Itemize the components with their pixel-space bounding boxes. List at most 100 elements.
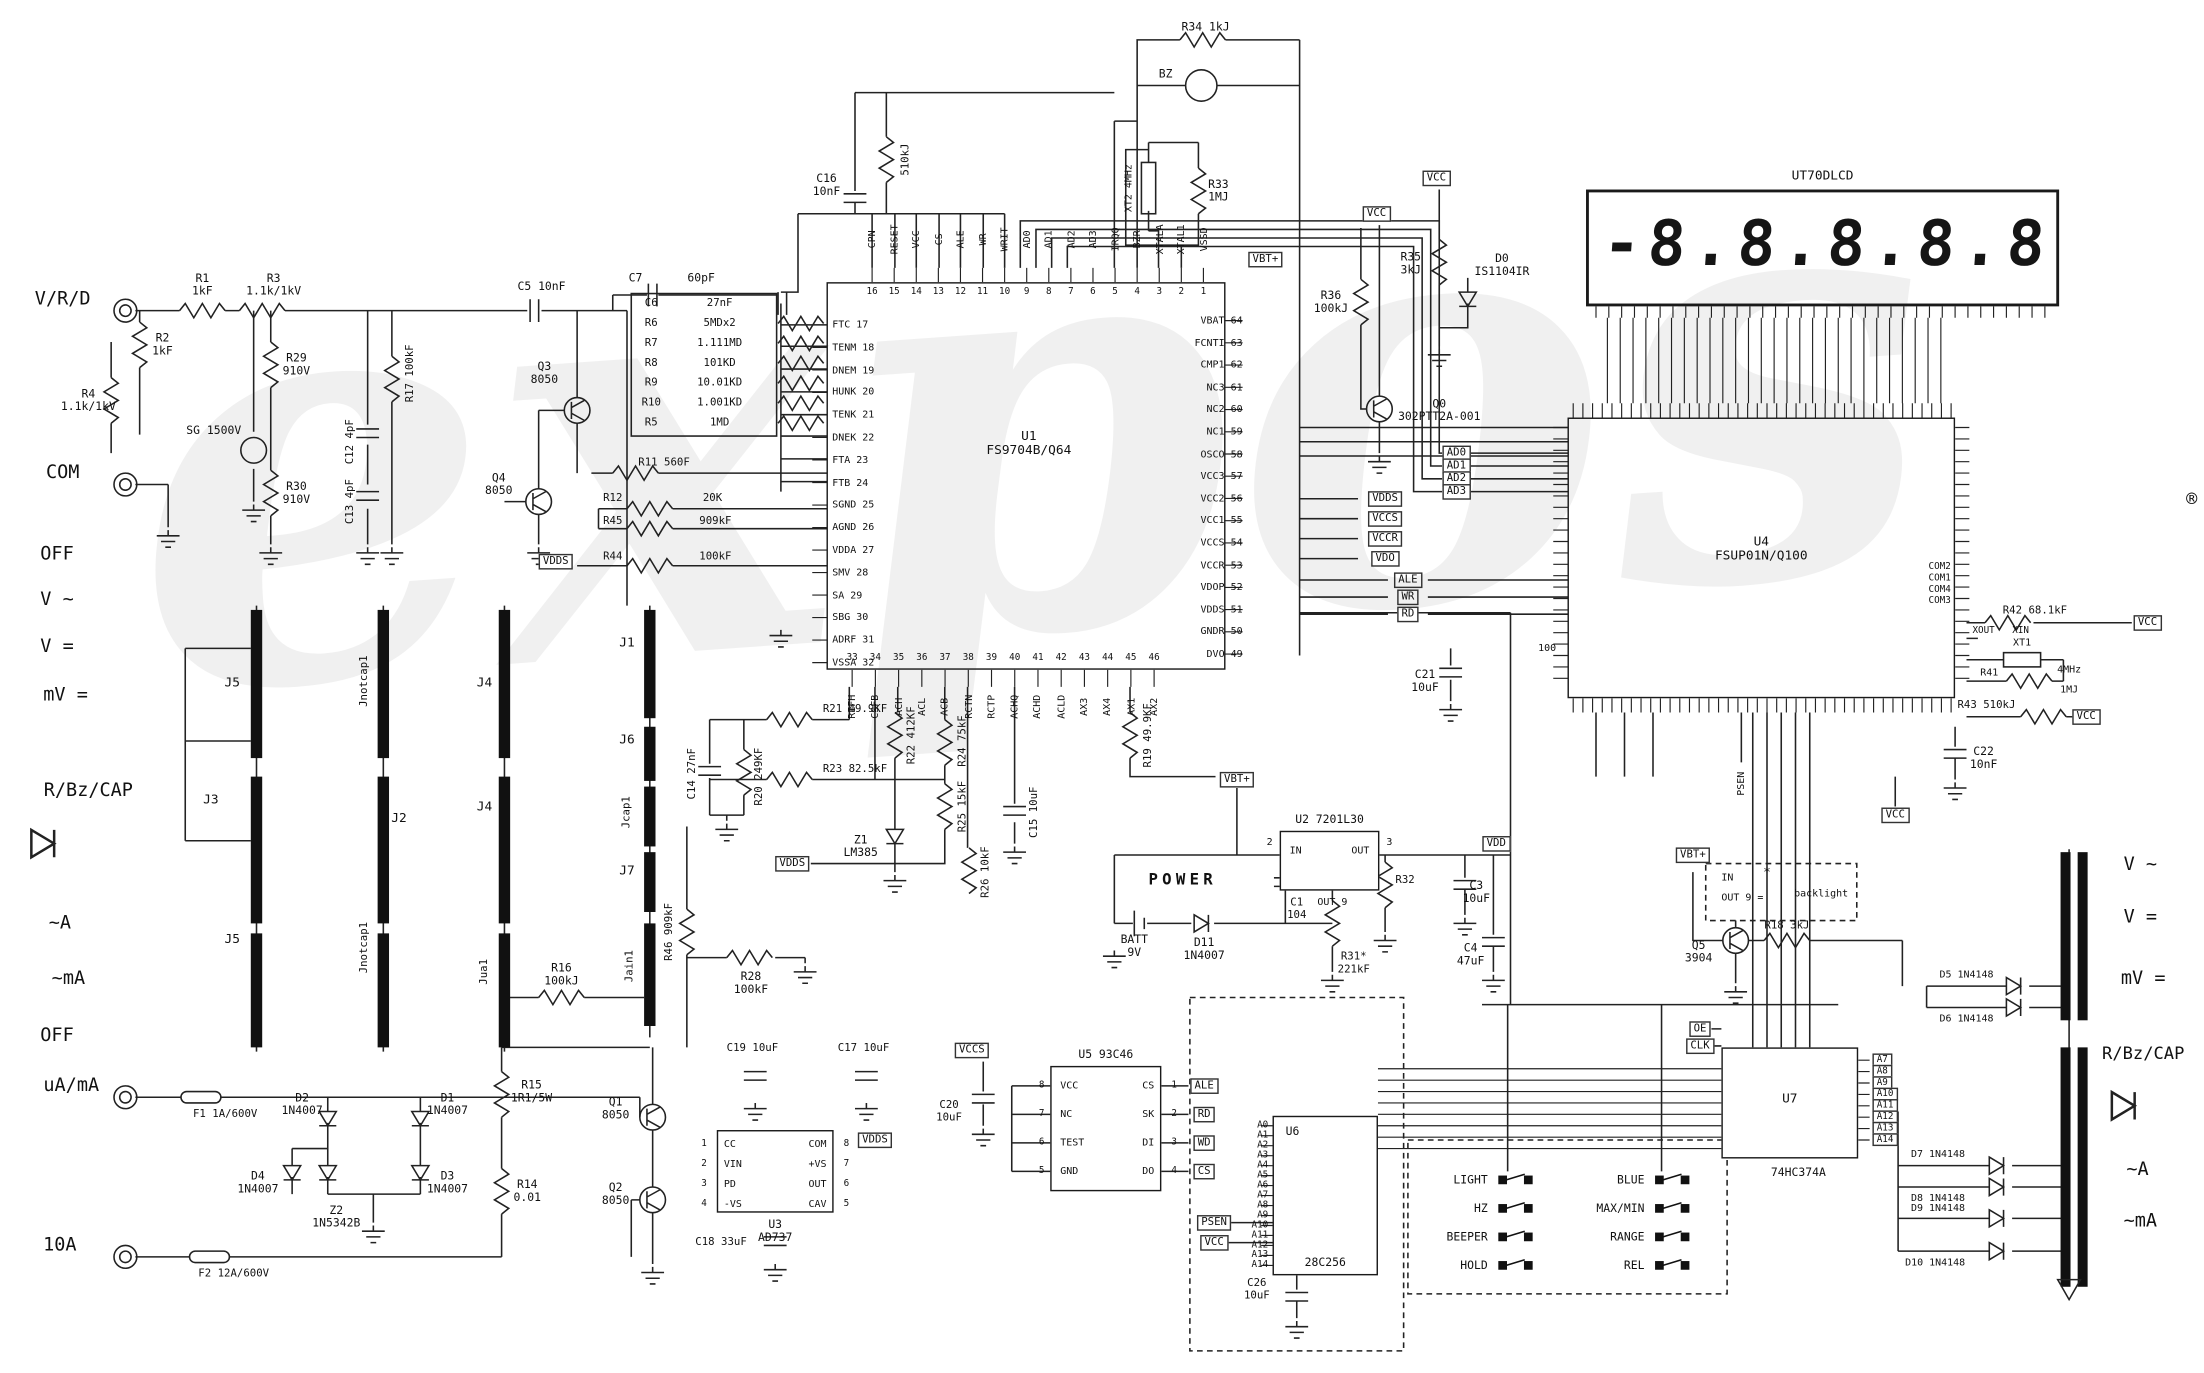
schematic-label: Jnotcap1 bbox=[357, 655, 371, 707]
schematic-label: VIN bbox=[723, 1158, 742, 1170]
schematic-label: IN bbox=[1721, 872, 1734, 884]
schematic-label: IN bbox=[1289, 844, 1302, 857]
wires-center bbox=[686, 189, 1568, 1048]
schematic-label: VCC bbox=[910, 230, 922, 249]
schematic-label: ~mA bbox=[2123, 1210, 2158, 1232]
schematic-label: VCC bbox=[2072, 709, 2101, 725]
schematic-label: OUT bbox=[1351, 844, 1370, 857]
schematic-label: V ~ bbox=[40, 589, 74, 611]
schematic-label: R44 bbox=[603, 549, 623, 563]
schematic-label: 909kF bbox=[699, 513, 732, 527]
schematic-label: V = bbox=[2123, 907, 2158, 929]
schematic-label: VSSA 32 bbox=[832, 656, 875, 669]
schematic-label: U6 bbox=[1285, 1124, 1300, 1138]
chip-LCD bbox=[1586, 189, 2060, 307]
schematic-label: 7 bbox=[1038, 1107, 1045, 1120]
schematic-label: VDDS bbox=[857, 1132, 893, 1148]
schematic-label: FCNTI 63 bbox=[1194, 337, 1243, 349]
schematic-label: R18 3kJ bbox=[1764, 918, 1810, 932]
schematic-label: 4 bbox=[1171, 1164, 1177, 1177]
schematic-label: 3 bbox=[701, 1177, 707, 1189]
wires-ladder-u1 bbox=[504, 39, 1443, 656]
ground-arrow bbox=[2056, 1278, 2082, 1302]
schematic-label: 4MHz bbox=[2057, 664, 2082, 676]
schematic-label: OE bbox=[1689, 1021, 1711, 1037]
schematic-label: 39 bbox=[985, 651, 998, 664]
schematic-label: R31* 221kF bbox=[1337, 949, 1370, 975]
schematic-label: 1 bbox=[1171, 1079, 1177, 1091]
schematic-label: VDDS bbox=[538, 553, 573, 570]
schematic-label: NC3 61 bbox=[1206, 381, 1243, 393]
terminal-com bbox=[113, 472, 138, 497]
schematic-label: 1MJ bbox=[2060, 683, 2079, 696]
wires-left bbox=[110, 309, 654, 1264]
schematic-label: R15 1R1/5W bbox=[510, 1078, 553, 1105]
schematic-label: VBT+ bbox=[1219, 771, 1255, 788]
schematic-label: A8 bbox=[1257, 1198, 1269, 1211]
schematic-label: R21 49.9KF bbox=[822, 702, 888, 715]
schematic-label: XT1 bbox=[2013, 636, 2032, 649]
schematic-label: OFF bbox=[40, 1025, 74, 1047]
schematic-label: 40 bbox=[1009, 651, 1021, 664]
schematic-label: R3 1.1k/1kV bbox=[246, 271, 302, 298]
schematic-label: AX1 bbox=[1125, 697, 1137, 716]
terminal-10a bbox=[113, 1244, 138, 1270]
schematic-label: AD1 bbox=[1043, 230, 1055, 249]
schematic-label: ACL bbox=[916, 697, 928, 716]
schematic-label: 6 bbox=[843, 1177, 850, 1189]
schematic-label: D2 1N4007 bbox=[281, 1091, 323, 1118]
schematic-label: DI bbox=[1142, 1137, 1155, 1149]
schematic-label: A3 bbox=[1257, 1148, 1269, 1161]
schematic-label: Jua1 bbox=[476, 958, 490, 985]
schematic-label: AX4 bbox=[1101, 697, 1114, 716]
schematic-label: RD bbox=[1193, 1106, 1215, 1122]
schematic-label: AX2 bbox=[1148, 697, 1160, 716]
schematic-label: 2 bbox=[1178, 285, 1185, 297]
schematic-label: SMV 28 bbox=[832, 566, 869, 579]
schematic-label: D10 1N4148 bbox=[1905, 1256, 1966, 1269]
schematic-label: WR bbox=[1397, 589, 1419, 605]
schematic-label: C26 10uF bbox=[1243, 1275, 1270, 1302]
schematic-label: mV = bbox=[2120, 968, 2166, 990]
schematic-label: C6 bbox=[644, 295, 658, 309]
schematic-label: ADRF 31 bbox=[832, 634, 875, 646]
schematic-label: 34 bbox=[869, 651, 881, 664]
schematic-label: 27nF bbox=[706, 295, 733, 309]
schematic-label: A5 bbox=[1257, 1168, 1269, 1181]
schematic-label: V ~ bbox=[2123, 854, 2158, 876]
schematic-label: 5MDx2 bbox=[703, 315, 736, 329]
schematic-label: CPN bbox=[866, 230, 878, 249]
schematic-label: Z2 1N5342B bbox=[312, 1203, 361, 1230]
schematic-label: J4 bbox=[476, 676, 493, 691]
schematic-label: CS bbox=[1142, 1080, 1155, 1092]
schematic-label: AD3 bbox=[1087, 230, 1099, 249]
schematic-label: R/Bz/CAP bbox=[2102, 1043, 2185, 1064]
schematic-label: WRIT bbox=[998, 227, 1011, 252]
schematic-label: SK bbox=[1142, 1108, 1155, 1121]
schematic-label: VCCR 53 bbox=[1200, 559, 1243, 571]
schematic-label: SBG 30 bbox=[832, 611, 869, 624]
schematic-label: 12 bbox=[954, 285, 967, 297]
schematic-label: -VS bbox=[723, 1198, 742, 1210]
schematic-label: RCTP bbox=[985, 694, 998, 719]
schematic-label: J6 bbox=[619, 733, 635, 748]
schematic-label: VDDS bbox=[1367, 491, 1403, 507]
button-light: LIGHT bbox=[1453, 1173, 1488, 1187]
schematic-label: 8 bbox=[1038, 1079, 1045, 1091]
schematic-label: 33 bbox=[846, 651, 858, 664]
schematic-label: CS bbox=[1193, 1163, 1215, 1179]
input-vrd: V/R/D bbox=[34, 288, 91, 310]
schematic-label: A9 bbox=[1257, 1208, 1269, 1221]
schematic-label: 74HC374A bbox=[1770, 1166, 1826, 1180]
schematic-label: 11 bbox=[976, 285, 989, 297]
lcd-title: UT70DLCD bbox=[1791, 169, 1854, 184]
schematic-label: VCC1 55 bbox=[1200, 514, 1243, 527]
schematic-label: 35 bbox=[893, 651, 905, 664]
schematic-label: XOUT bbox=[1972, 624, 1995, 636]
schematic-label: C14 27nF bbox=[684, 748, 698, 800]
schematic-label: 6 bbox=[1038, 1136, 1045, 1148]
schematic-label: A14 bbox=[1251, 1258, 1269, 1271]
schematic-label: A2 bbox=[1257, 1138, 1269, 1151]
schematic-label: 3 bbox=[1386, 836, 1393, 848]
